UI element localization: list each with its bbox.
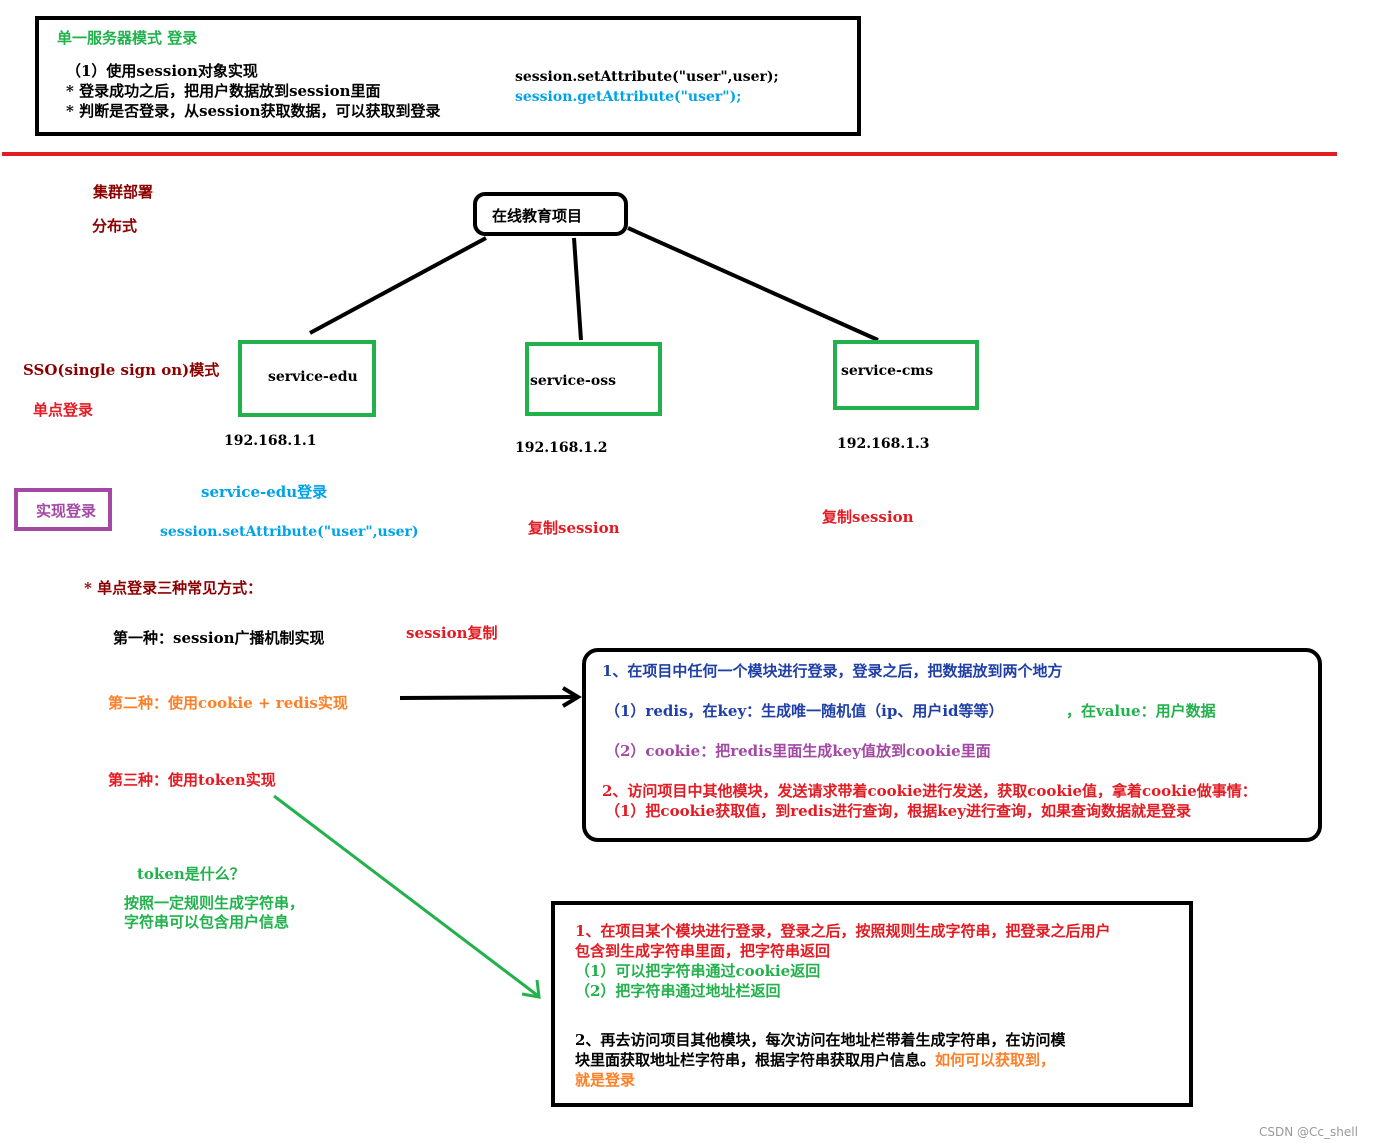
- token-box-line-6a: 块里面获取地址栏字符串，根据字符串获取用户信息。: [575, 1051, 936, 1069]
- cookie-redis-box: [582, 648, 1322, 842]
- root-node: [473, 192, 628, 236]
- service-oss-ip: 192.168.1.2: [515, 440, 608, 456]
- edu-session-code: session.setAttribute("user",user): [160, 524, 419, 540]
- method-3: 第三种：使用token实现: [108, 771, 276, 789]
- token-answer-1: 按照一定规则生成字符串，: [124, 894, 305, 912]
- arrow-token-line: [273, 794, 538, 997]
- service-oss-node: [525, 342, 662, 416]
- arrow-cookie-head: [561, 686, 582, 708]
- sso-label: 单点登录: [33, 401, 94, 419]
- edge-root-edu: [309, 236, 487, 335]
- implement-login-box: [14, 488, 112, 531]
- token-box: [551, 901, 1193, 1107]
- token-box-line-7: 就是登录: [575, 1071, 636, 1089]
- single-server-line-3: * 判断是否登录，从session获取数据，可以获取到登录: [66, 102, 441, 120]
- single-server-line-2: * 登录成功之后，把用户数据放到session里面: [66, 82, 381, 100]
- edge-root-oss: [572, 237, 583, 341]
- watermark: CSDN @Cc_shell: [1259, 1125, 1358, 1139]
- single-server-title: 单一服务器模式 登录: [57, 29, 198, 47]
- token-box-line-6: 块里面获取地址栏字符串，根据字符串获取用户信息。如何可以获取到，: [575, 1049, 1055, 1070]
- token-box-line-4: （2）把字符串通过地址栏返回: [575, 982, 781, 1000]
- service-oss-label: service-oss: [530, 373, 616, 389]
- single-server-line-1: （1）使用session对象实现: [66, 62, 258, 80]
- cookie-box-line-2a: （1）redis，在key：生成唯一随机值（ip、用户id等等）: [605, 702, 1004, 720]
- service-cms-ip: 192.168.1.3: [837, 436, 930, 452]
- token-question: token是什么？: [137, 865, 245, 883]
- copy-session-cms: 复制session: [822, 508, 914, 526]
- token-answer-2: 字符串可以包含用户信息: [124, 913, 290, 931]
- implement-login-label: 实现登录: [36, 502, 97, 520]
- methods-heading: * 单点登录三种常见方式：: [84, 579, 263, 597]
- token-box-line-1: 1、在项目某个模块进行登录，登录之后，按照规则生成字符串，把登录之后用户: [575, 922, 1111, 940]
- distributed-label: 分布式: [92, 217, 138, 235]
- method-2: 第二种：使用cookie + redis实现: [108, 694, 348, 712]
- token-box-line-6b: 如何可以获取到，: [935, 1051, 1056, 1069]
- edge-root-cms: [627, 226, 879, 342]
- service-edu-label: service-edu: [268, 369, 358, 385]
- service-edu-node: [238, 340, 376, 417]
- session-set-code: session.setAttribute("user",user);: [515, 69, 779, 85]
- cookie-box-line-5: （1）把cookie获取值，到redis进行查询，根据key进行查询，如果查询数…: [605, 802, 1191, 820]
- token-box-line-5: 2、再去访问项目其他模块，每次访问在地址栏带着生成字符串，在访问模: [575, 1031, 1066, 1049]
- token-box-line-3: （1）可以把字符串通过cookie返回: [575, 962, 821, 980]
- service-cms-label: service-cms: [841, 363, 934, 379]
- sso-mode-label: SSO(single sign on)模式: [23, 361, 220, 379]
- single-server-box: [35, 16, 861, 136]
- session-get-code: session.getAttribute("user");: [515, 89, 742, 105]
- arrow-token-head: [521, 979, 541, 999]
- copy-session-oss: 复制session: [528, 519, 620, 537]
- cluster-label: 集群部署: [93, 183, 154, 201]
- service-edu-ip: 192.168.1.1: [224, 433, 317, 449]
- cookie-box-line-1: 1、在项目中任何一个模块进行登录，登录之后，把数据放到两个地方: [602, 662, 1063, 680]
- method-1: 第一种：session广播机制实现: [113, 629, 325, 647]
- service-cms-node: [833, 340, 979, 410]
- cookie-box-line-2b: ，在value：用户数据: [1066, 702, 1216, 720]
- arrow-cookie-line: [399, 695, 577, 700]
- root-node-label: 在线教育项目: [492, 207, 583, 225]
- cookie-box-line-3: （2）cookie：把redis里面生成key值放到cookie里面: [605, 742, 991, 760]
- method-1-note: session复制: [406, 624, 498, 642]
- token-box-line-2: 包含到生成字符串里面，把字符串返回: [575, 942, 831, 960]
- edu-login-label: service-edu登录: [201, 483, 328, 501]
- cookie-box-line-4: 2、访问项目中其他模块，发送请求带着cookie进行发送，获取cookie值，拿…: [602, 782, 1257, 800]
